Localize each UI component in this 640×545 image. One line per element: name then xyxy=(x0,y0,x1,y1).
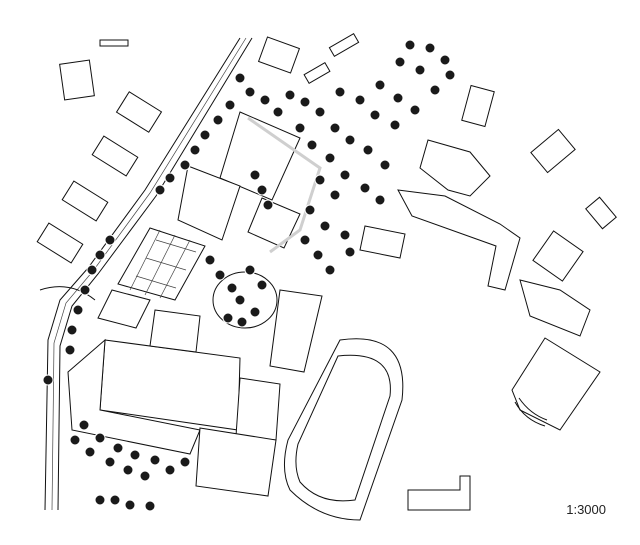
tree-icon xyxy=(429,84,441,96)
tree-icon xyxy=(262,199,274,211)
tree-icon xyxy=(179,159,191,171)
tree-icon xyxy=(294,122,306,134)
tree-icon xyxy=(69,434,81,446)
tree-icon xyxy=(72,304,84,316)
tree-icon xyxy=(374,79,386,91)
tree-icon xyxy=(334,86,346,98)
tree-icon xyxy=(404,39,416,51)
tree-icon xyxy=(94,249,106,261)
surrounding-buildings xyxy=(36,32,617,511)
tree-icon xyxy=(394,56,406,68)
tree-icon xyxy=(122,464,134,476)
tree-icon xyxy=(78,419,90,431)
tree-icon xyxy=(324,264,336,276)
tree-icon xyxy=(234,72,246,84)
tree-icon xyxy=(339,229,351,241)
tree-icon xyxy=(344,246,356,258)
tree-icon xyxy=(362,144,374,156)
tree-icon xyxy=(164,172,176,184)
tree-icon xyxy=(124,499,136,511)
tree-icon xyxy=(312,249,324,261)
trees xyxy=(42,39,456,512)
tree-icon xyxy=(392,92,404,104)
tree-icon xyxy=(249,306,261,318)
tree-icon xyxy=(306,139,318,151)
tree-icon xyxy=(129,449,141,461)
tree-icon xyxy=(424,42,436,54)
tree-icon xyxy=(149,454,161,466)
tree-icon xyxy=(259,94,271,106)
tree-icon xyxy=(314,106,326,118)
tree-icon xyxy=(42,374,54,386)
tree-icon xyxy=(144,500,156,512)
tree-icon xyxy=(339,169,351,181)
tree-icon xyxy=(256,279,268,291)
tree-icon xyxy=(272,106,284,118)
tree-icon xyxy=(104,234,116,246)
tree-icon xyxy=(86,264,98,276)
tree-icon xyxy=(414,64,426,76)
tree-icon xyxy=(236,316,248,328)
tree-icon xyxy=(139,470,151,482)
tree-icon xyxy=(284,89,296,101)
tree-icon xyxy=(359,182,371,194)
tree-icon xyxy=(189,144,201,156)
athletics-track xyxy=(284,338,404,521)
tree-icon xyxy=(164,464,176,476)
tree-icon xyxy=(369,109,381,121)
tree-icon xyxy=(66,324,78,336)
tree-icon xyxy=(79,284,91,296)
school-buildings xyxy=(67,111,601,497)
tree-icon xyxy=(249,169,261,181)
tree-icon xyxy=(222,312,234,324)
tree-icon xyxy=(444,69,456,81)
tree-icon xyxy=(324,152,336,164)
tree-icon xyxy=(244,86,256,98)
tree-icon xyxy=(374,194,386,206)
tree-icon xyxy=(64,344,76,356)
tree-icon xyxy=(379,159,391,171)
tree-icon xyxy=(109,494,121,506)
tree-icon xyxy=(94,432,106,444)
tree-icon xyxy=(299,96,311,108)
tree-icon xyxy=(244,264,256,276)
tree-icon xyxy=(112,442,124,454)
tree-icon xyxy=(94,494,106,506)
tree-icon xyxy=(214,269,226,281)
tree-icon xyxy=(299,234,311,246)
tree-icon xyxy=(344,134,356,146)
tree-icon xyxy=(226,282,238,294)
planned-building-outline xyxy=(247,116,322,254)
tree-icon xyxy=(212,114,224,126)
tree-icon xyxy=(304,204,316,216)
tree-icon xyxy=(329,189,341,201)
scale-label: 1:3000 xyxy=(566,502,606,517)
tree-icon xyxy=(256,184,268,196)
tree-icon xyxy=(199,129,211,141)
tree-icon xyxy=(409,104,421,116)
tree-icon xyxy=(179,456,191,468)
tree-icon xyxy=(329,122,341,134)
tree-icon xyxy=(354,94,366,106)
tree-icon xyxy=(439,54,451,66)
tree-icon xyxy=(204,254,216,266)
tree-icon xyxy=(84,446,96,458)
tree-icon xyxy=(234,294,246,306)
parking-lot xyxy=(97,227,206,329)
tree-icon xyxy=(319,220,331,232)
tree-icon xyxy=(154,184,166,196)
tree-icon xyxy=(314,174,326,186)
tree-icon xyxy=(389,119,401,131)
tree-icon xyxy=(224,99,236,111)
tree-icon xyxy=(104,456,116,468)
